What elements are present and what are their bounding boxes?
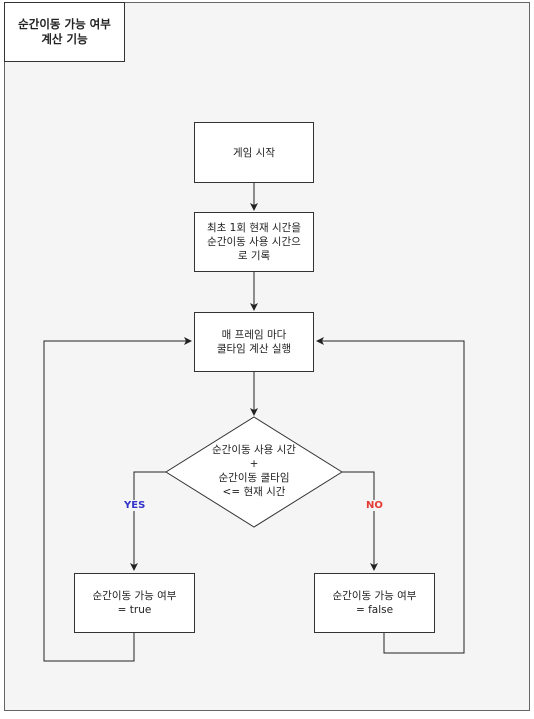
node-per-frame-check: 매 프레임 마다 쿨타임 계산 실행 xyxy=(194,312,314,372)
diagram-title: 순간이동 가능 여부 계산 기능 xyxy=(4,2,125,62)
node-result-true: 순간이동 가능 여부 = true xyxy=(74,573,195,633)
edge-true-loop xyxy=(43,337,192,662)
yes-label: YES xyxy=(122,500,148,511)
edge-no xyxy=(342,471,378,571)
edge-false-loop xyxy=(316,337,465,654)
node-game-start: 게임 시작 xyxy=(194,122,314,183)
decision-diamond xyxy=(165,416,343,528)
node-record-time: 최초 1회 현재 시간을 순간이동 사용 시간으 로 기록 xyxy=(194,212,314,272)
edge-yes xyxy=(130,471,166,571)
decision-condition: 순간이동 사용 시간 + 순간이동 쿨타임 <= 현재 시간 xyxy=(212,444,296,498)
no-label: NO xyxy=(364,500,385,511)
node-result-false: 순간이동 가능 여부 = false xyxy=(314,573,435,633)
